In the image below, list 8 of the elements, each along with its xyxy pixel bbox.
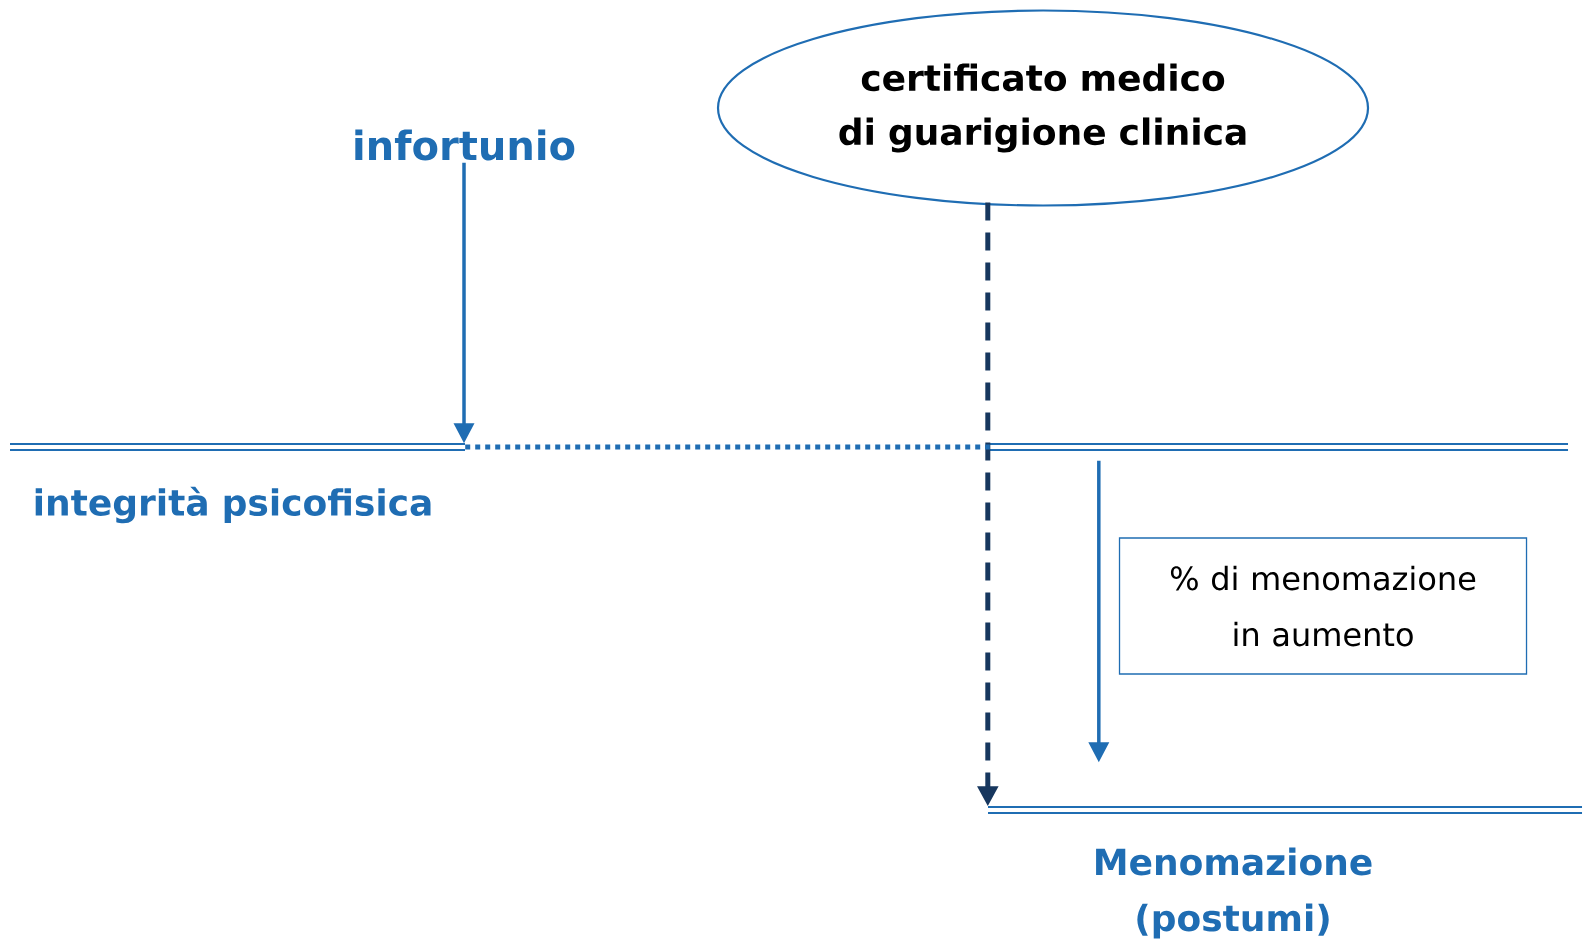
event-label: infortunio — [355, 129, 575, 161]
line-label: Menomazione (postumi) — [1096, 847, 1372, 939]
double-line — [9, 443, 466, 451]
double-line — [989, 443, 1569, 451]
note-box: % di menomazione in aumento — [1118, 537, 1528, 675]
double-line — [987, 806, 1583, 814]
connector-line — [465, 444, 990, 450]
line-label: integrità psicofisica — [35, 486, 431, 524]
